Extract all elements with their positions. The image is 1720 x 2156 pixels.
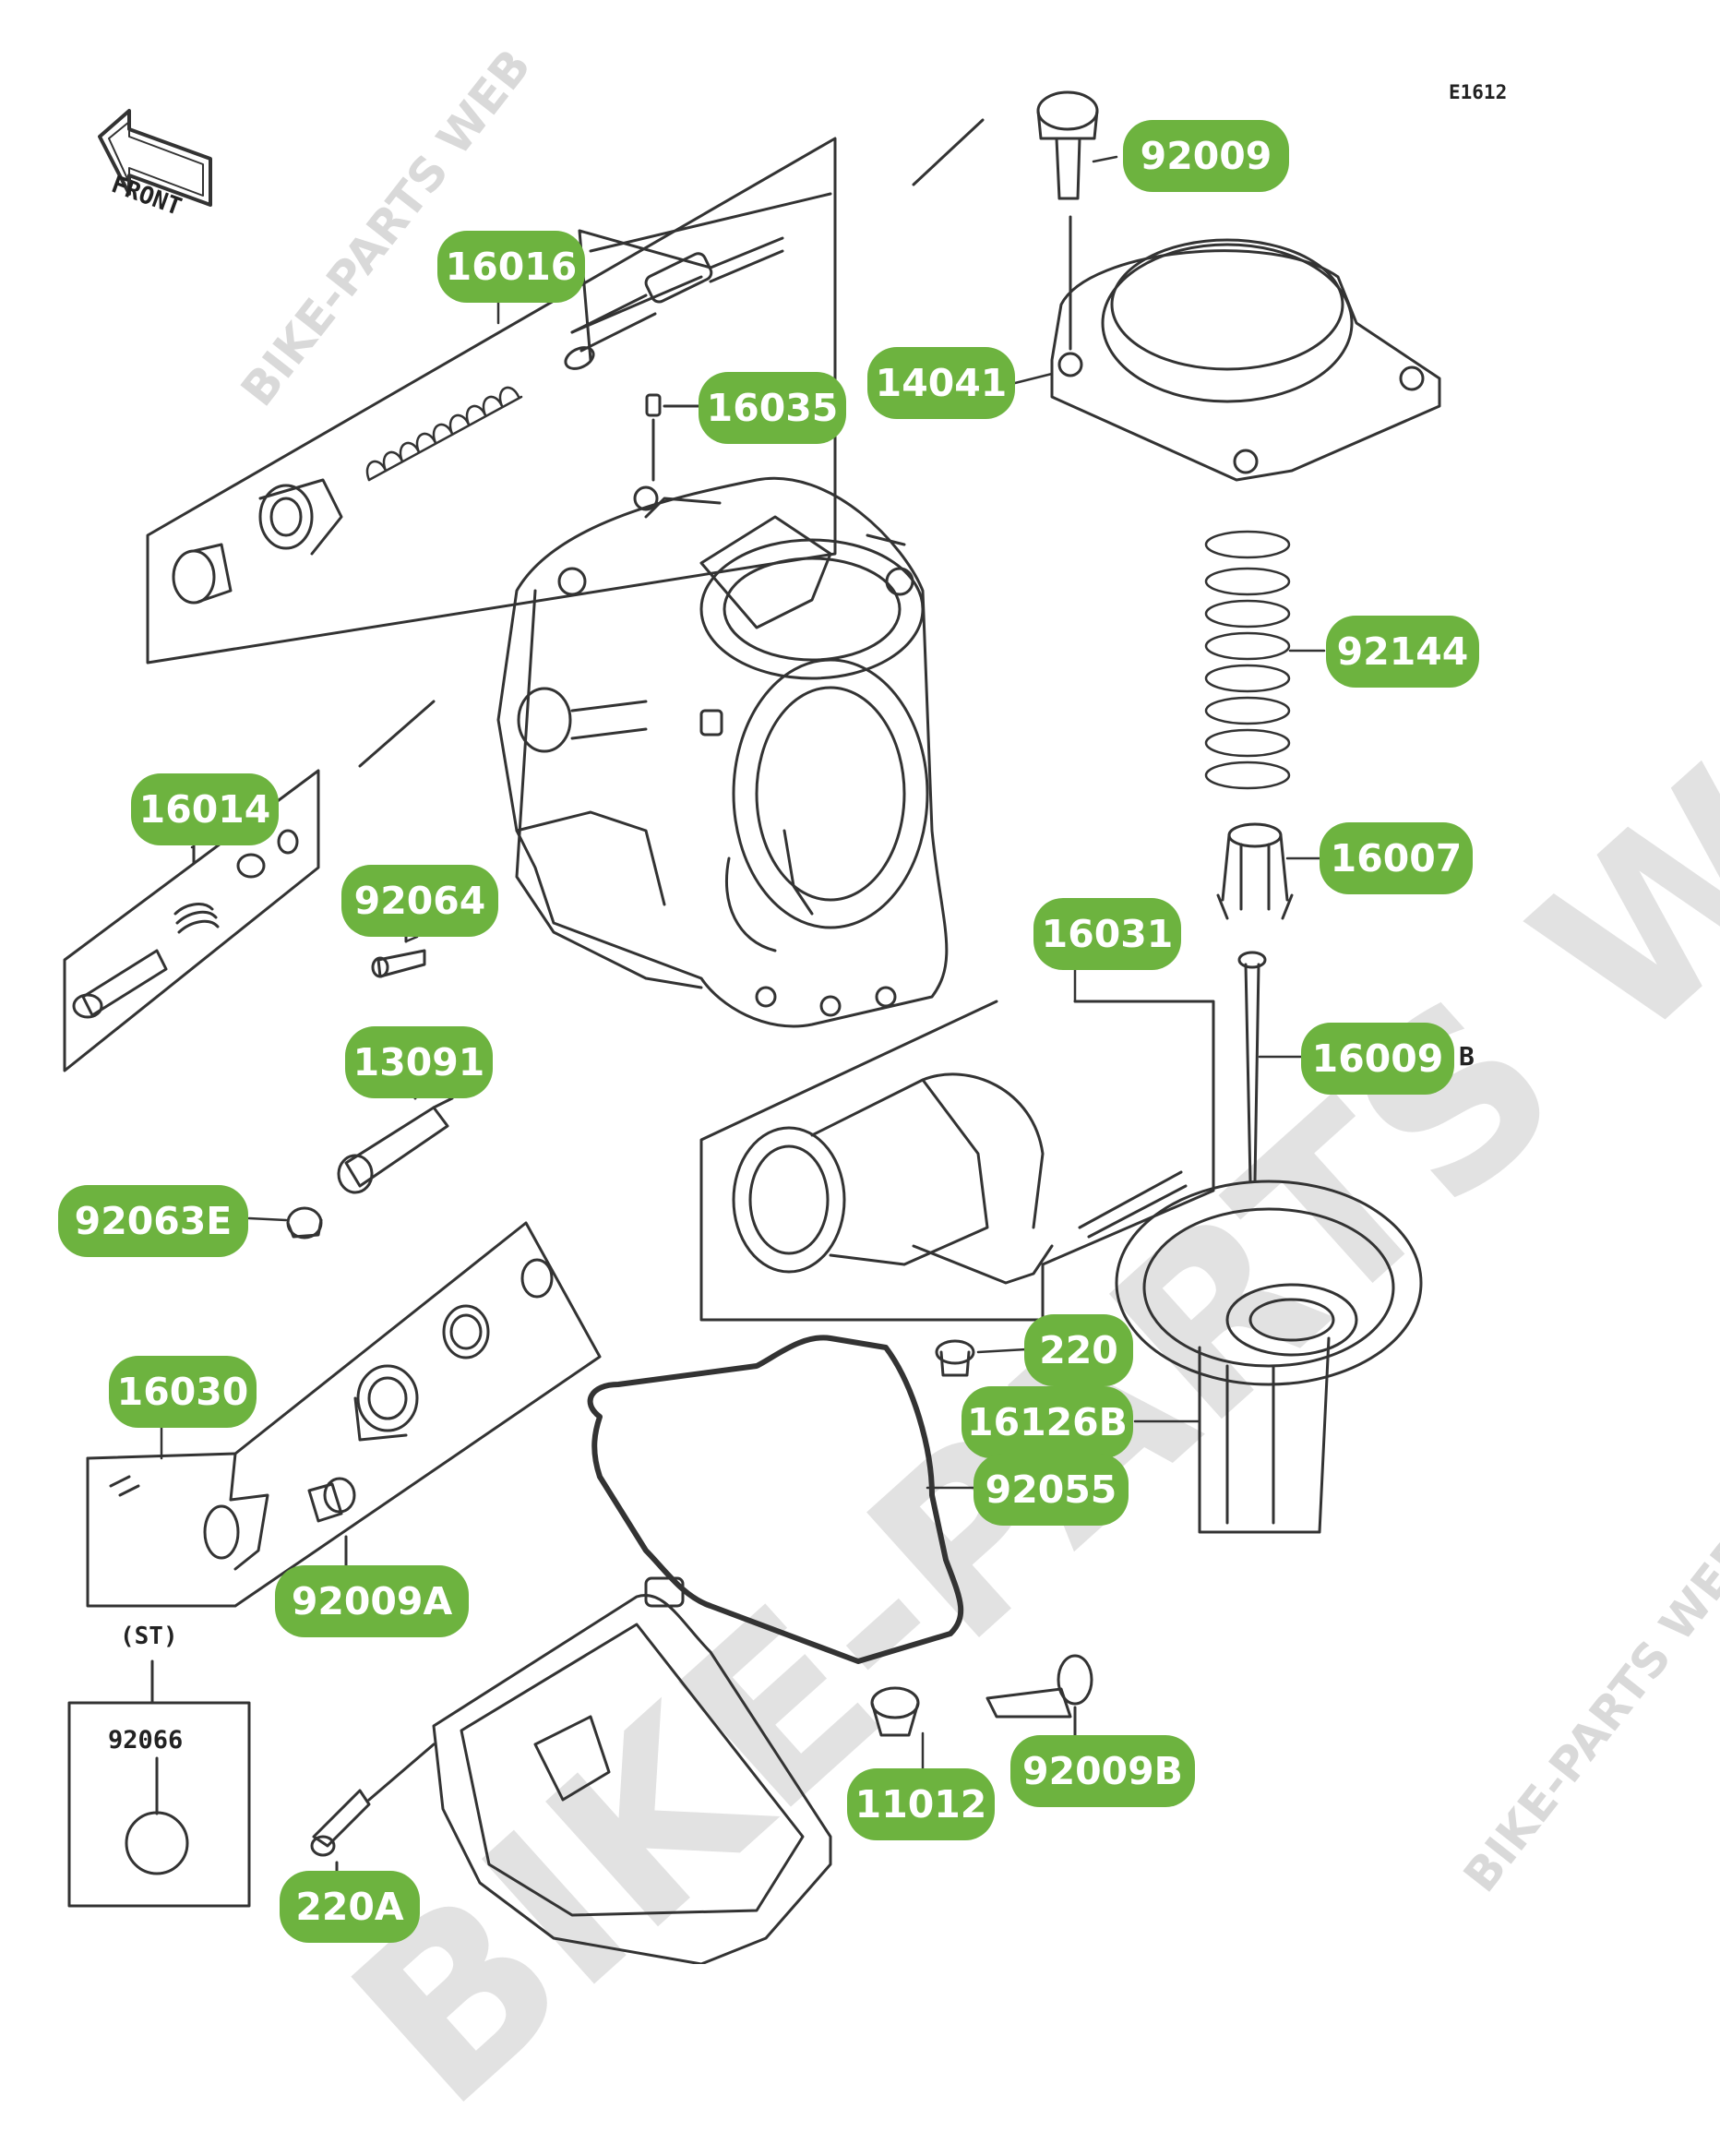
carburetor-body — [496, 476, 949, 1028]
plunger-part — [564, 229, 784, 370]
cap-part — [172, 543, 233, 605]
part-92063E — [286, 1206, 323, 1240]
callout-16007[interactable]: 16007 — [1320, 822, 1473, 894]
callout-220[interactable]: 220 — [1024, 1314, 1133, 1386]
callout-16014[interactable]: 16014 — [131, 773, 279, 845]
callout-16009[interactable]: 16009 — [1301, 1023, 1454, 1095]
panel-16030 — [86, 1221, 602, 1608]
stray-letter: B — [1459, 1041, 1475, 1072]
callout-92064[interactable]: 92064 — [341, 865, 498, 937]
spring-part — [365, 386, 523, 482]
callout-16035[interactable]: 16035 — [699, 372, 846, 444]
callout-13091[interactable]: 13091 — [345, 1026, 493, 1098]
screw-16035 — [645, 393, 662, 482]
float-bowl — [432, 1576, 832, 1964]
callout-16126B[interactable]: 16126B — [962, 1386, 1133, 1458]
panel-starter — [146, 137, 837, 665]
panel-16031 — [699, 1000, 1215, 1322]
st-label: (ST) — [120, 1623, 178, 1650]
callout-92063E[interactable]: 92063E — [58, 1185, 248, 1257]
callout-16030[interactable]: 16030 — [109, 1356, 257, 1428]
st-box — [67, 1659, 251, 1908]
callout-16031[interactable]: 16031 — [1033, 898, 1181, 970]
spring-92144 — [1204, 530, 1291, 790]
callout-92144[interactable]: 92144 — [1326, 616, 1479, 688]
gasket-92055 — [587, 1335, 964, 1664]
part-11012 — [870, 1686, 920, 1737]
st-part-number: 92066 — [108, 1726, 184, 1755]
screw-220A — [310, 1743, 436, 1889]
callout-14041[interactable]: 14041 — [867, 347, 1015, 419]
slide-16126B — [1115, 1180, 1423, 1534]
screw-92009B — [985, 1654, 1093, 1742]
callout-92009[interactable]: 92009 — [1123, 120, 1289, 192]
nut-part — [258, 478, 343, 556]
diagram-code: E1612 — [1449, 81, 1508, 103]
callout-92055[interactable]: 92055 — [973, 1454, 1129, 1526]
cover-14041 — [1050, 238, 1441, 482]
callout-92009B[interactable]: 92009B — [1010, 1735, 1195, 1807]
callout-16016[interactable]: 16016 — [437, 231, 585, 303]
screw-92009 — [1036, 90, 1099, 351]
needle-16009 — [1237, 951, 1267, 1183]
callout-11012[interactable]: 11012 — [847, 1768, 995, 1840]
holder-16007 — [1216, 822, 1294, 920]
screw-220 — [935, 1339, 975, 1377]
callout-220A[interactable]: 220A — [280, 1871, 420, 1943]
exploded-parts-diagram — [63, 90, 1441, 1964]
front-arrow-icon — [98, 109, 212, 207]
callout-92009A[interactable]: 92009A — [275, 1565, 469, 1637]
